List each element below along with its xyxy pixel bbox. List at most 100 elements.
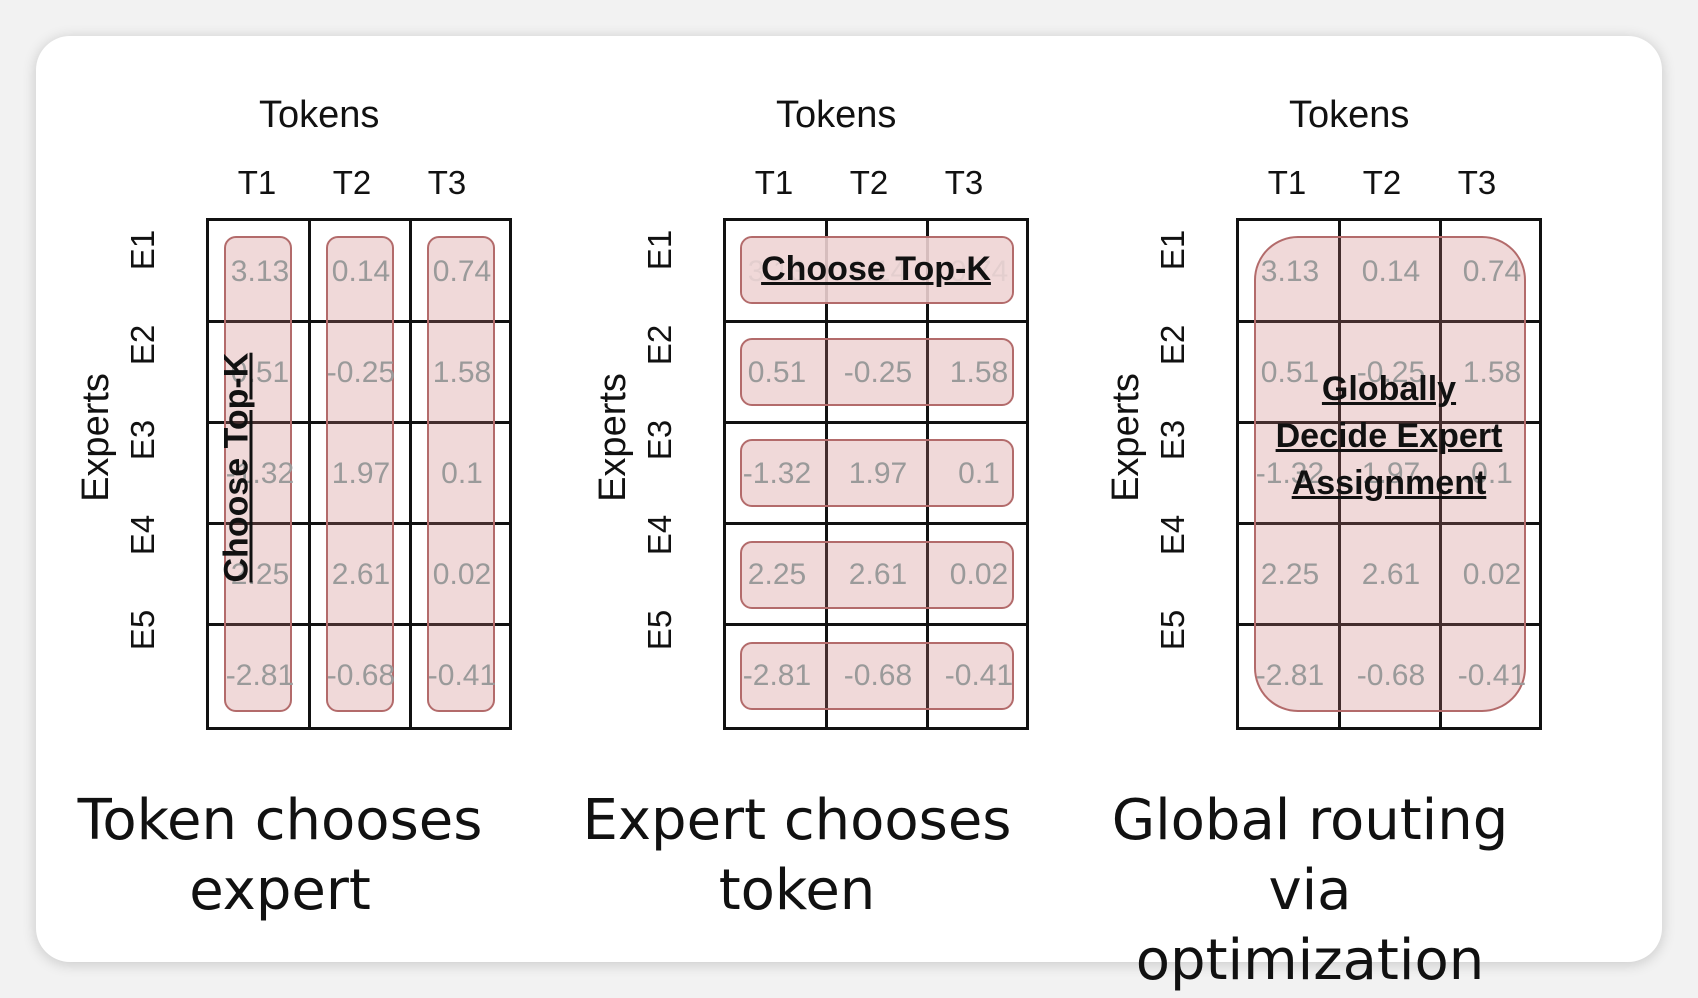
expert-header-e4: E4 xyxy=(1154,514,1191,556)
cell-e3-t1: -1.32 xyxy=(1255,457,1325,490)
annotation-globally-decide: Globally Decide Expert Assignment xyxy=(1239,366,1539,507)
cell-e4-t2: 2.61 xyxy=(331,558,391,591)
token-header-t1: T1 xyxy=(1267,164,1307,201)
highlight-column-t3 xyxy=(427,236,495,712)
cell-e3-t3: 0.1 xyxy=(441,457,483,490)
annotation-line-1: Globally xyxy=(1321,370,1457,408)
cell-e4-t3: 0.02 xyxy=(432,558,492,591)
expert-header-e1: E1 xyxy=(124,229,161,271)
cell-e3-t1: -1.32 xyxy=(742,457,812,490)
expert-header-e2: E2 xyxy=(124,324,161,366)
cell-e1-t1: 3.13 xyxy=(1260,255,1320,288)
highlight-row-e3 xyxy=(740,439,1014,507)
annotation-line-2: Decide Expert xyxy=(1275,417,1503,455)
annotation-choose-top-k: Choose Top-K xyxy=(217,352,256,583)
caption: Token chooses expert xyxy=(40,786,520,926)
cell-e4-t1: 2.25 xyxy=(747,558,807,591)
cell-e1-t1: 3.13 xyxy=(230,255,290,288)
cell-e4-t3: 0.02 xyxy=(949,558,1009,591)
figure-card: Tokens T1 T2 T3 Experts E1 E2 E3 E4 E5 3… xyxy=(36,36,1662,993)
expert-header-e4: E4 xyxy=(124,514,161,556)
cell-e5-t1: -2.81 xyxy=(1255,659,1325,692)
caption: Expert chooses token xyxy=(557,786,1037,926)
tokens-axis-label: Tokens xyxy=(1289,94,1410,136)
cell-e1-t2: 0.14 xyxy=(331,255,391,288)
panel-global-routing: Tokens T1 T2 T3 Experts E1 E2 E3 E4 E5 3… xyxy=(1096,36,1576,993)
cell-e1-t3: 0.74 xyxy=(1462,255,1522,288)
cell-e3-t2: 1.97 xyxy=(848,457,908,490)
token-header-t3: T3 xyxy=(1457,164,1497,201)
expert-header-e5: E5 xyxy=(124,609,161,651)
cell-e2-t2: -0.25 xyxy=(326,356,396,389)
cell-e4-t1: 2.25 xyxy=(1260,558,1320,591)
cell-e3-t3: 0.1 xyxy=(1471,457,1513,490)
cell-e5-t2: -0.68 xyxy=(326,659,396,692)
experts-axis-label: Experts xyxy=(74,373,117,502)
highlight-column-t2 xyxy=(326,236,394,712)
token-header-t1: T1 xyxy=(237,164,277,201)
expert-header-e1: E1 xyxy=(1154,229,1191,271)
annotation-choose-top-k: Choose Top-K xyxy=(761,250,991,288)
tokens-axis-label: Tokens xyxy=(776,94,897,136)
cell-e2-t2: -0.25 xyxy=(1356,356,1426,389)
token-header-t2: T2 xyxy=(849,164,889,201)
token-header-t2: T2 xyxy=(332,164,372,201)
caption: Global routing via optimization xyxy=(1070,786,1550,996)
cell-e4-t3: 0.02 xyxy=(1462,558,1522,591)
token-header-t1: T1 xyxy=(754,164,794,201)
cell-e2-t1: 0.51 xyxy=(230,356,290,389)
caption-line-1: Global routing via xyxy=(1111,788,1509,923)
cell-e2-t1: 0.51 xyxy=(1260,356,1320,389)
expert-header-e4: E4 xyxy=(641,514,678,556)
cell-e3-t2: 1.97 xyxy=(331,457,391,490)
score-grid: 3.13 0.14 0.74 0.51 -0.25 1.58 -1.32 1.9… xyxy=(723,218,1029,730)
cell-e3-t3: 0.1 xyxy=(958,457,1000,490)
cell-e4-t2: 2.61 xyxy=(1361,558,1421,591)
cell-e5-t3: -0.41 xyxy=(1457,659,1527,692)
caption-line-2: optimization xyxy=(1135,928,1485,993)
cell-e5-t3: -0.41 xyxy=(944,659,1014,692)
panel-expert-chooses-token: Tokens T1 T2 T3 Experts E1 E2 E3 E4 E5 3… xyxy=(583,36,1063,962)
tokens-axis-label: Tokens xyxy=(259,94,380,136)
token-header-t3: T3 xyxy=(427,164,467,201)
experts-axis-label: Experts xyxy=(591,373,634,502)
cell-e3-t2: 1.97 xyxy=(1361,457,1421,490)
cell-e2-t3: 1.58 xyxy=(949,356,1009,389)
annotation-backdrop xyxy=(742,238,1012,302)
expert-header-e2: E2 xyxy=(641,324,678,366)
token-header-t2: T2 xyxy=(1362,164,1402,201)
cell-e5-t2: -0.68 xyxy=(843,659,913,692)
highlight-all-cells xyxy=(1254,236,1526,712)
expert-header-e3: E3 xyxy=(124,419,161,461)
caption-line-1: Token chooses xyxy=(77,788,483,853)
highlight-row-e4 xyxy=(740,541,1014,609)
expert-header-e1: E1 xyxy=(641,229,678,271)
cell-e3-t1: -1.32 xyxy=(225,457,295,490)
cell-e2-t2: -0.25 xyxy=(843,356,913,389)
cell-e5-t3: -0.41 xyxy=(427,659,497,692)
cell-e2-t1: 0.51 xyxy=(747,356,807,389)
panel-token-chooses-expert: Tokens T1 T2 T3 Experts E1 E2 E3 E4 E5 3… xyxy=(66,36,546,962)
expert-header-e3: E3 xyxy=(1154,419,1191,461)
caption-line-2: token xyxy=(718,858,876,923)
highlight-column-t1 xyxy=(224,236,292,712)
cell-e4-t1: 2.25 xyxy=(230,558,290,591)
cell-e4-t2: 2.61 xyxy=(848,558,908,591)
cell-e5-t1: -2.81 xyxy=(225,659,295,692)
cell-e2-t3: 1.58 xyxy=(432,356,492,389)
token-header-t3: T3 xyxy=(944,164,984,201)
experts-axis-label: Experts xyxy=(1104,373,1147,502)
expert-header-e2: E2 xyxy=(1154,324,1191,366)
cell-e1-t2: 0.14 xyxy=(1361,255,1421,288)
highlight-row-e5 xyxy=(740,642,1014,710)
caption-line-1: Expert chooses xyxy=(582,788,1012,853)
annotation-line-3: Assignment xyxy=(1291,464,1487,502)
highlight-row-e2 xyxy=(740,338,1014,406)
score-grid: 3.13 0.14 0.74 0.51 -0.25 1.58 -1.32 1.9… xyxy=(1236,218,1542,730)
expert-header-e3: E3 xyxy=(641,419,678,461)
expert-header-e5: E5 xyxy=(641,609,678,651)
score-grid: 3.13 0.14 0.74 0.51 -0.25 1.58 -1.32 1.9… xyxy=(206,218,512,730)
cell-e2-t3: 1.58 xyxy=(1462,356,1522,389)
caption-line-2: expert xyxy=(189,858,371,923)
cell-e5-t1: -2.81 xyxy=(742,659,812,692)
